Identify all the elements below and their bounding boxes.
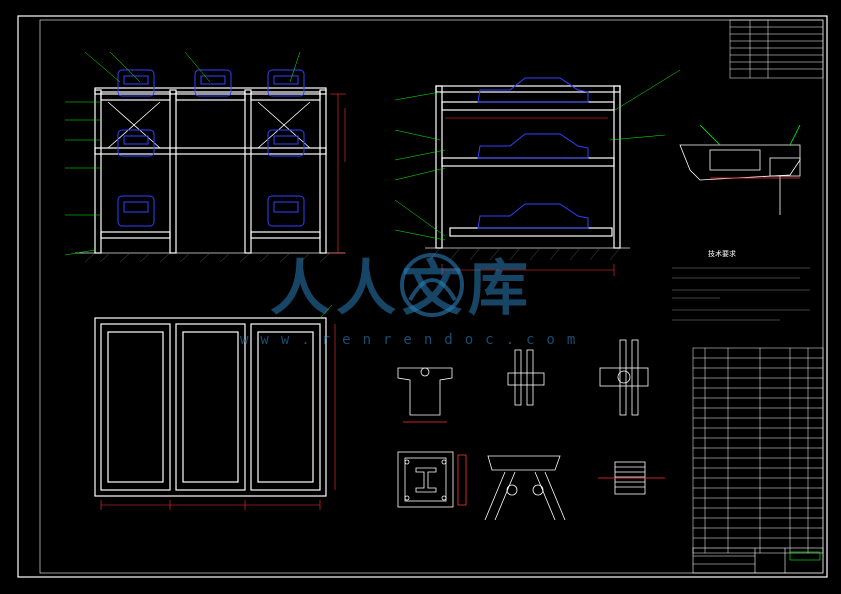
title-block [692,547,824,574]
watermark-text: 人人文库 [270,254,534,324]
side-elevation-view [394,69,681,276]
detail-view-a [679,124,801,215]
technical-notes: 技术要求 [672,249,810,321]
detail-view-g [598,461,665,495]
detail-view-b [397,367,453,423]
notes-title: 技术要求 [708,249,736,258]
detail-view-e [397,451,467,508]
detail-view-c [507,349,545,406]
car-side-icons [477,77,589,229]
front-elevation-view [64,51,346,263]
plan-view [94,304,336,510]
outer-border [17,15,828,578]
parts-list-table [692,347,824,554]
revision-table [729,19,824,79]
inner-border [39,19,824,574]
car-front-icons [117,69,305,227]
swirl-logo-icon [400,253,464,317]
detail-view-d [599,339,649,416]
watermark-url: www.renrendoc.com [240,332,588,348]
detail-view-f [484,455,566,521]
